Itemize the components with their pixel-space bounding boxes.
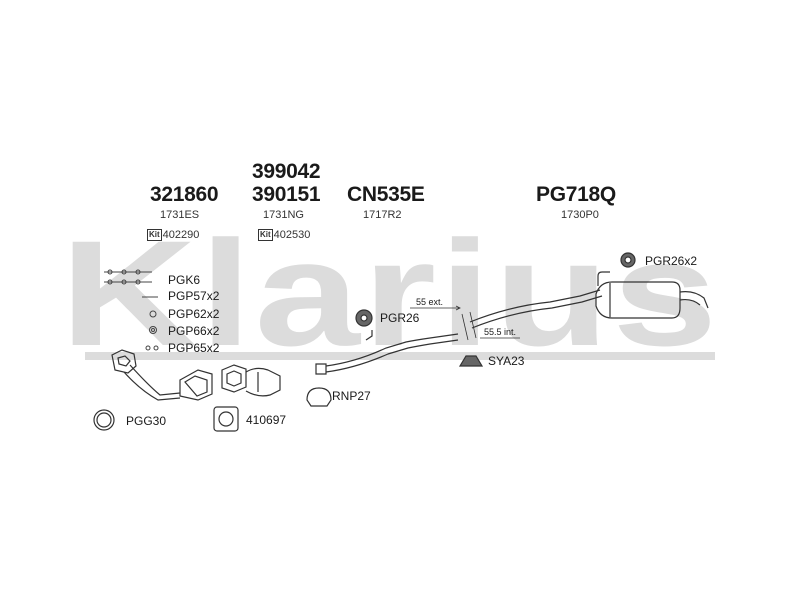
part-code: 1717R2 <box>363 209 402 221</box>
part-code: 1731NG <box>263 209 304 221</box>
kit-number: Kit 402290 <box>147 229 199 241</box>
kit-code: 402530 <box>273 229 311 241</box>
dimension-markers <box>410 305 520 341</box>
bolt-icon <box>104 269 152 285</box>
dimension-int: 55.5 int. <box>484 327 517 337</box>
part-label-gasket: 410697 <box>246 413 287 427</box>
part-number: 399042 <box>252 160 321 183</box>
rubber-mount-icon <box>355 309 373 327</box>
part-label-pgr-rear: PGR26x2 <box>645 254 698 268</box>
fitting-label: PGP62x2 <box>168 307 220 321</box>
ring-icon <box>93 409 115 431</box>
dimension-ext: 55 ext. <box>416 297 444 307</box>
fitting-label: PGK6 <box>168 273 201 287</box>
fitting-label: PGP66x2 <box>168 324 220 338</box>
spring-icon <box>145 345 159 351</box>
clamp-icon <box>306 387 332 407</box>
part-code: 1730P0 <box>561 209 599 221</box>
fitting-label: PGP65x2 <box>168 341 220 355</box>
gasket-icon <box>213 406 239 432</box>
fitting-label: PGP57x2 <box>168 289 220 303</box>
part-label-pgg: PGG30 <box>126 414 167 428</box>
part-label-pgr-mid: PGR26 <box>380 311 420 325</box>
part-label-sya: SYA23 <box>488 354 525 368</box>
centre-pipe-CN535E <box>315 330 459 375</box>
part-number: 321860 <box>150 183 219 206</box>
catalyst-390151 <box>221 364 281 397</box>
watermark-text: Klarius <box>60 209 720 377</box>
part-number: CN535E <box>347 183 425 206</box>
part-label-rnp: RNP27 <box>332 389 371 403</box>
rear-silencer-PG718Q <box>469 271 709 329</box>
rubber-mount-icon <box>620 252 636 268</box>
front-pipe-321860 <box>111 349 213 401</box>
nut-icon <box>149 326 157 334</box>
kit-number: Kit 402530 <box>258 229 310 241</box>
kit-badge: Kit <box>147 229 162 241</box>
kit-code: 402290 <box>162 229 200 241</box>
bracket-icon <box>458 355 484 367</box>
part-number: 390151 <box>252 183 321 206</box>
kit-badge: Kit <box>258 229 273 241</box>
part-number: PG718Q <box>536 183 616 206</box>
nut-icon <box>149 310 157 318</box>
part-code: 1731ES <box>160 209 200 221</box>
